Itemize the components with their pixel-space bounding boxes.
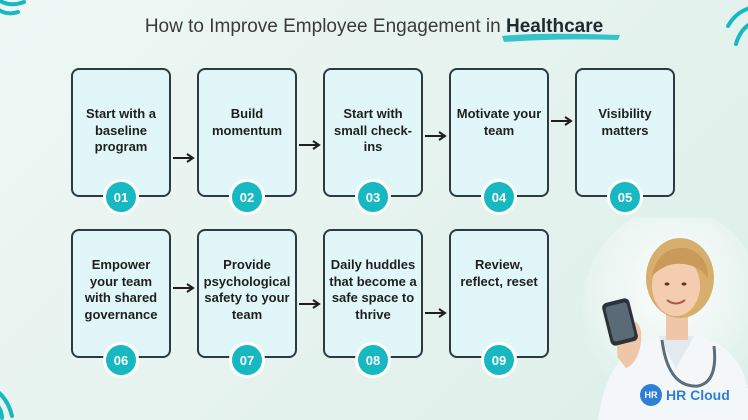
step-card-05: Visibility matters [575, 68, 675, 197]
step-text: Provide psychological safety to your tea… [203, 257, 291, 322]
logo-mark: HR [640, 384, 662, 406]
arrow-right-icon [551, 116, 573, 126]
step-card-06: Empower your team with shared governance [71, 229, 171, 358]
step-number-badge: 05 [607, 179, 643, 215]
hr-cloud-logo: HR HR Cloud [640, 384, 730, 406]
step-card-01: Start with a baseline program [71, 68, 171, 197]
step-text: Start with small check-ins [333, 106, 413, 154]
nurse-with-phone-illustration [583, 218, 748, 420]
logo-text: HR Cloud [666, 387, 730, 403]
step-card-03: Start with small check-ins [323, 68, 423, 197]
step-number-badge: 04 [481, 179, 517, 215]
step-text: Build momentum [211, 106, 283, 138]
title-prefix: How to Improve Employee Engagement in [144, 16, 501, 37]
title-highlight-wrap: Healthcare [502, 16, 621, 42]
step-text: Review, reflect, reset [460, 257, 538, 289]
arrow-right-icon [425, 131, 447, 141]
step-number-badge: 09 [481, 342, 517, 378]
step-card-02: Build momentum [197, 68, 297, 197]
step-number-badge: 01 [103, 179, 139, 215]
corner-decoration-top-left [0, 0, 26, 16]
step-card-08: Daily huddles that become a safe space t… [323, 229, 423, 358]
arrow-right-icon [173, 283, 195, 293]
step-text: Daily huddles that become a safe space t… [329, 257, 417, 322]
step-number-badge: 08 [355, 342, 391, 378]
step-card-09: Review, reflect, reset [449, 229, 549, 358]
step-text: Visibility matters [598, 106, 652, 138]
step-card-07: Provide psychological safety to your tea… [197, 229, 297, 358]
step-text: Start with a baseline program [85, 106, 157, 154]
step-card-04: Motivate your team [449, 68, 549, 197]
highlight-brush-stroke [502, 33, 621, 42]
step-text: Empower your team with shared governance [84, 257, 158, 322]
step-number-badge: 02 [229, 179, 265, 215]
arrow-right-icon [299, 140, 321, 150]
step-number-badge: 07 [229, 342, 265, 378]
arrow-right-icon [299, 299, 321, 309]
step-number-badge: 03 [355, 179, 391, 215]
page-title: How to Improve Employee Engagement in He… [0, 16, 748, 42]
arrow-right-icon [173, 153, 195, 163]
title-highlight: Healthcare [506, 16, 604, 37]
arrow-right-icon [425, 308, 447, 318]
step-number-badge: 06 [103, 342, 139, 378]
corner-decoration-bottom-left [0, 391, 14, 420]
step-text: Motivate your team [456, 106, 542, 138]
